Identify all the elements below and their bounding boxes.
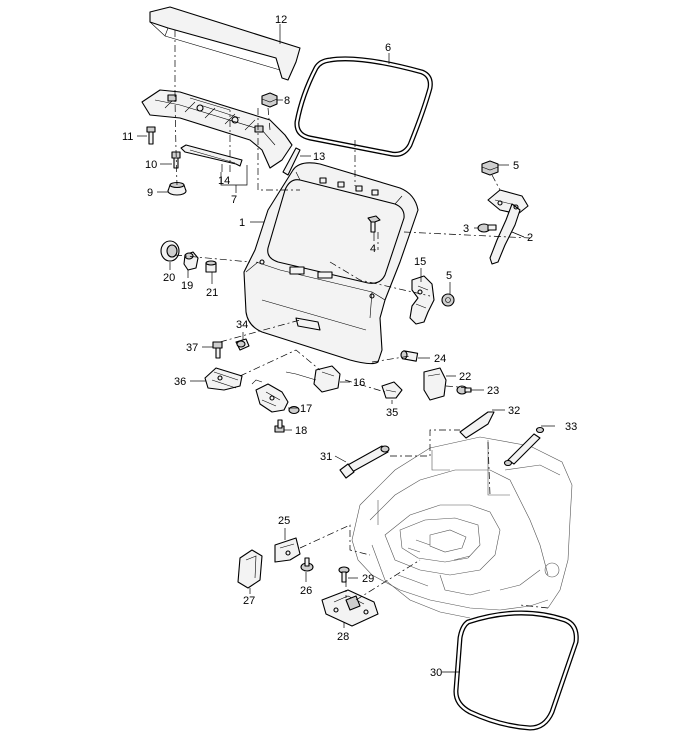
nut-8 (261, 92, 278, 108)
strut-31 (339, 445, 390, 479)
spoiler-bracket-assembly (141, 89, 293, 169)
label-part-5-upper: 5 (513, 160, 519, 172)
striker-28 (321, 589, 379, 627)
bracket-13 (282, 147, 301, 176)
vehicle-rear-outline (351, 436, 573, 619)
bolt-18 (274, 419, 285, 433)
nut-5-lower (441, 293, 455, 307)
bolt-26 (300, 557, 314, 572)
label-part-17: 17 (300, 403, 312, 415)
nut-5-upper (481, 160, 499, 176)
label-part-6: 6 (385, 42, 391, 54)
stop-34 (235, 338, 250, 351)
label-part-34: 34 (236, 319, 248, 331)
switch-35 (381, 381, 403, 399)
cap-20 (160, 240, 180, 262)
actuator-16 (285, 365, 341, 393)
label-part-30: 30 (430, 667, 442, 679)
label-part-16: 16 (353, 377, 365, 389)
bolt-4 (367, 215, 381, 233)
rear-spoiler (149, 6, 301, 81)
label-part-21: 21 (206, 287, 218, 299)
bracket-25 (274, 537, 301, 563)
bumper-19 (183, 251, 199, 271)
part-labels: 12 6 8 11 10 9 13 14 7 5 1 3 2 4 15 5 20… (122, 14, 577, 679)
label-part-9: 9 (147, 187, 153, 199)
tailgate (243, 162, 419, 365)
bolt-23 (456, 385, 472, 395)
window-seal (294, 56, 433, 157)
label-part-3: 3 (463, 223, 469, 235)
label-part-35: 35 (386, 407, 398, 419)
label-part-1: 1 (239, 217, 245, 229)
label-part-20: 20 (163, 272, 175, 284)
leader-lines (137, 24, 555, 673)
label-part-32: 32 (508, 405, 520, 417)
label-part-19: 19 (181, 280, 193, 292)
sleeve-24 (400, 350, 419, 362)
strut-33 (503, 426, 545, 467)
spoiler-strip (180, 144, 243, 167)
bolt-29 (338, 566, 350, 583)
cover-27 (237, 549, 263, 589)
bolt-37 (212, 341, 223, 359)
bolt-3 (477, 223, 497, 233)
stop-21 (205, 260, 217, 273)
label-part-23: 23 (487, 385, 499, 397)
handle-36 (204, 367, 243, 391)
bolt-11 (146, 126, 156, 145)
washer-17 (288, 405, 300, 415)
label-part-31: 31 (320, 451, 332, 463)
cover-22 (423, 367, 447, 401)
label-part-33: 33 (565, 421, 577, 433)
label-part-24: 24 (434, 353, 446, 365)
cover-32 (459, 411, 495, 439)
label-part-36: 36 (174, 376, 186, 388)
label-part-10: 10 (145, 159, 157, 171)
label-part-25: 25 (278, 515, 290, 527)
label-part-5-lower: 5 (446, 270, 452, 282)
label-part-2: 2 (527, 232, 533, 244)
label-part-29: 29 (362, 573, 374, 585)
label-part-13: 13 (313, 151, 325, 163)
label-part-26: 26 (300, 585, 312, 597)
label-part-14: 14 (218, 175, 230, 187)
tailgate-seal (453, 610, 579, 731)
label-part-12: 12 (275, 14, 287, 26)
label-part-37: 37 (186, 342, 198, 354)
label-part-4: 4 (370, 243, 376, 255)
label-part-11: 11 (122, 131, 133, 143)
label-part-15: 15 (414, 256, 426, 268)
latch-17 (251, 379, 289, 413)
label-part-7: 7 (231, 194, 237, 206)
assembly-lines (174, 30, 549, 609)
label-part-18: 18 (295, 425, 307, 437)
label-part-22: 22 (459, 371, 471, 383)
lock-15 (409, 275, 435, 325)
label-part-8: 8 (284, 95, 290, 107)
label-part-27: 27 (243, 595, 255, 607)
label-part-28: 28 (337, 631, 349, 643)
